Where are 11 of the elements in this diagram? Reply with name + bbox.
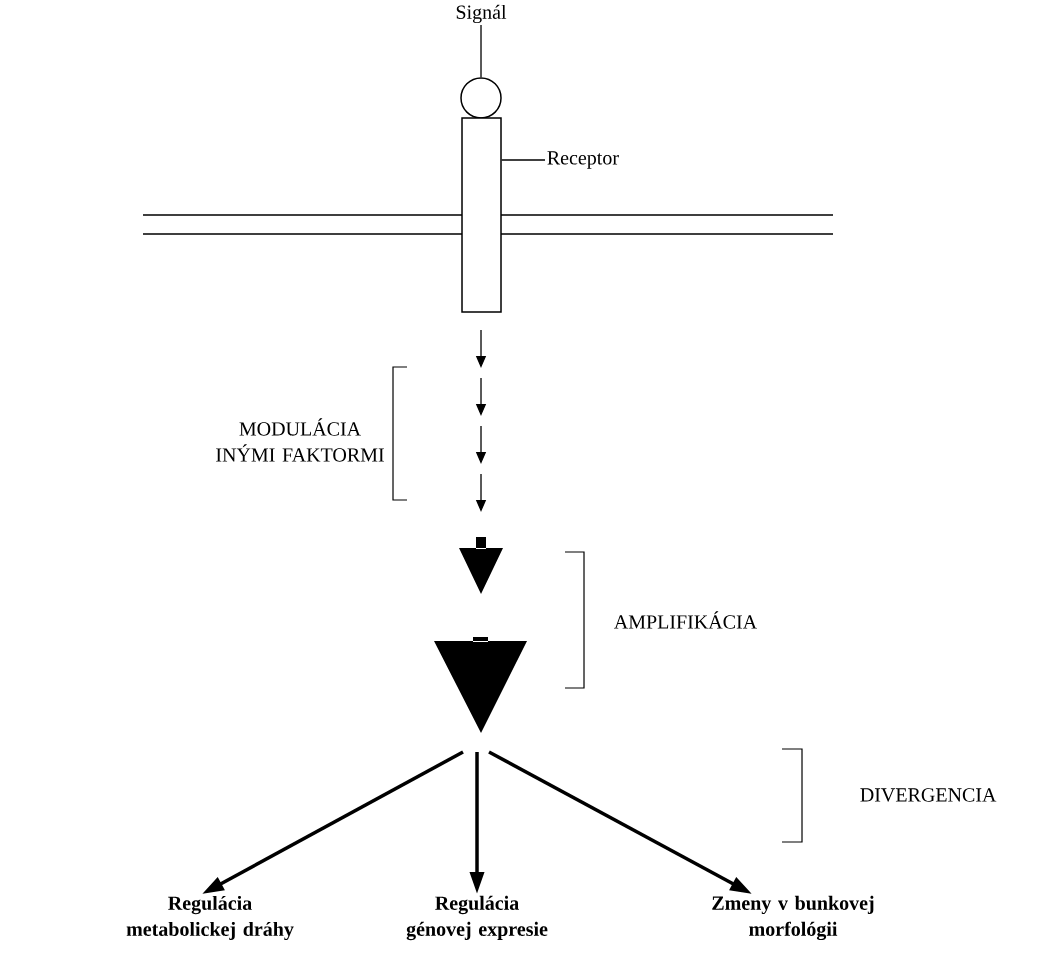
leader-line — [480, 24, 482, 78]
outcome-label: Zmeny v bunkovej morfológii — [712, 895, 874, 941]
signal-molecule — [460, 77, 502, 119]
outcome-label: Regulácia metabolickej dráhy — [126, 895, 294, 941]
outcome-label: Regulácia génovej expresie — [406, 895, 548, 941]
stage-label: DIVERGENCIA — [860, 788, 997, 802]
signal-label: Signál — [456, 4, 507, 24]
stage-label: MODULÁCIA INÝMI FAKTORMI — [216, 418, 384, 462]
receptor-label: Receptor — [547, 151, 619, 169]
stage-label: AMPLIFIKÁCIA — [614, 611, 757, 629]
leader-line — [501, 159, 546, 161]
